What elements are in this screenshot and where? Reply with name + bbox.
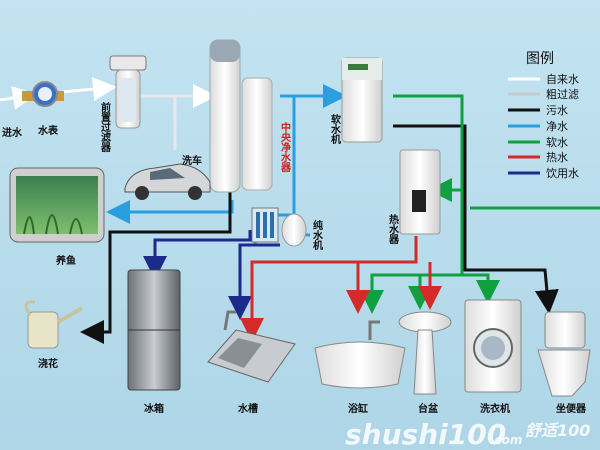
legend-label-soft: 软水 [546, 135, 568, 149]
legend: 图例 自来水 粗过滤 污水 净水 软水 热水 饮用水 [508, 51, 579, 180]
pipe-hot-main [240, 236, 418, 342]
label-pure-machine: 纯水机 [311, 219, 324, 251]
pipe-meter-to-filter [61, 77, 117, 102]
legend-label-purified: 净水 [546, 119, 568, 133]
pipe-to-aquarium [106, 200, 234, 224]
fridge [127, 269, 181, 391]
aquarium [9, 167, 105, 243]
pipe-inlet [0, 86, 37, 110]
label-car-wash: 洗车 [182, 154, 202, 167]
prefilter [109, 55, 147, 129]
pipe-soft-fixtures [360, 273, 462, 314]
legend-label-hot: 热水 [546, 151, 568, 164]
label-sink: 水槽 [237, 402, 258, 415]
legend-label-coarse: 粗过滤 [546, 88, 579, 101]
car [124, 163, 211, 200]
legend-label-tap: 自来水 [546, 73, 579, 86]
pure-water-machine [251, 207, 307, 247]
watermark-domain: .com [490, 433, 522, 447]
pipe-drink-fridge [143, 230, 252, 280]
central-purifier [209, 39, 273, 193]
legend-title: 图例 [526, 51, 554, 67]
watermark-sub: 舒适100 [525, 421, 590, 440]
label-washer: 洗衣机 [480, 402, 510, 415]
pipe-drink-sink [228, 243, 280, 320]
pipe-waste-main [80, 180, 232, 344]
label-fridge: 冰箱 [144, 402, 164, 415]
label-prefilter: 前置过滤器 [99, 101, 112, 153]
watermark: shushi100 .com 舒适100 [345, 418, 590, 450]
label-inlet: 进水 [2, 126, 23, 139]
water-heater [399, 149, 441, 235]
watering-can [24, 300, 84, 349]
label-aquarium: 养鱼 [55, 254, 76, 267]
label-meter: 水表 [37, 124, 59, 137]
pipe-waste-softener [393, 124, 559, 314]
sink [207, 310, 296, 383]
legend-label-waste: 污水 [546, 104, 568, 117]
toilet [537, 311, 591, 397]
watermark-main: shushi100 [345, 418, 506, 450]
label-heater: 热水器 [387, 213, 400, 245]
bathtub [314, 320, 406, 389]
legend-label-drinking: 饮用水 [546, 167, 579, 180]
label-bathtub: 浴缸 [348, 402, 368, 415]
basin [398, 311, 452, 395]
label-central-purifier: 中央净水器 [279, 121, 292, 173]
label-softener: 软水机 [329, 113, 342, 145]
washing-machine [464, 299, 522, 393]
label-basin: 台盆 [418, 402, 439, 415]
softener [341, 57, 383, 143]
label-watering: 浇花 [38, 357, 58, 370]
water-meter [22, 81, 64, 107]
label-toilet: 坐便器 [556, 402, 587, 415]
